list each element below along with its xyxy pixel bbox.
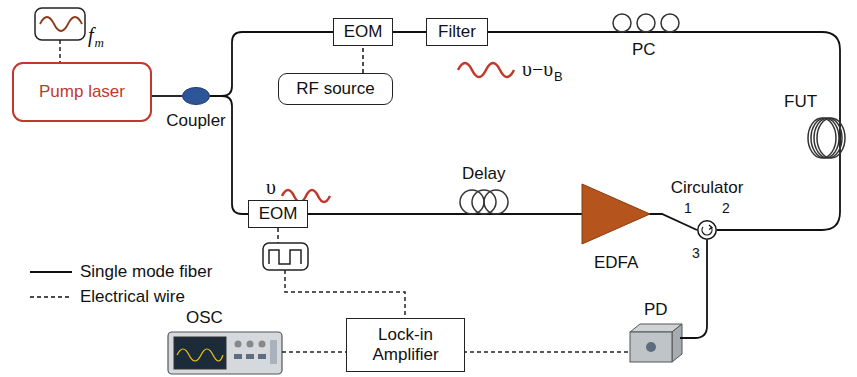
lock-in-box: Lock-in Amplifier — [346, 318, 465, 372]
amplifier-triangle — [582, 184, 650, 244]
frequency-subscript: m — [95, 36, 104, 51]
node-text: RF source — [296, 79, 374, 99]
electrical-wire — [463, 351, 630, 353]
node-text: Lock-in Amplifier — [351, 325, 460, 364]
fiber-coil — [808, 118, 845, 158]
frequency-label: υ — [266, 176, 276, 199]
oscilloscope-icon — [168, 332, 282, 374]
node-text: Coupler — [166, 111, 226, 131]
node-text: Filter — [438, 22, 476, 42]
coupler-ellipse — [182, 87, 210, 105]
legend-text: Electrical wire — [80, 287, 185, 307]
part-label: PC — [632, 40, 656, 60]
part-label: FUT — [784, 92, 817, 112]
fiber-connector — [488, 32, 840, 230]
frequency-label: υ−υ — [522, 58, 553, 81]
laser-box: Pump laser — [12, 62, 152, 122]
part-label: PD — [644, 300, 668, 320]
electrical-wire — [277, 228, 279, 243]
legend-text: Single mode fiber — [80, 262, 212, 282]
port-number: 1 — [684, 200, 692, 216]
sine-wave — [40, 17, 82, 31]
node-text: EOM — [259, 204, 298, 224]
node-text: EOM — [344, 22, 383, 42]
filter-box: Filter — [426, 18, 488, 46]
modulator-box: EOM — [248, 200, 308, 228]
legend-dashed-line — [30, 296, 72, 298]
sine-source-icon — [35, 8, 85, 40]
modulator-box: EOM — [333, 18, 393, 46]
photodetector-icon — [630, 324, 682, 362]
node-text: Pump laser — [39, 82, 125, 102]
node-text: Circulator — [671, 178, 744, 198]
coupler: Coupler — [182, 87, 210, 105]
part-label: Delay — [462, 164, 505, 184]
fiber-connector — [393, 31, 426, 33]
frequency-label: f — [88, 24, 94, 47]
port-number: 2 — [722, 200, 730, 216]
part-label: EDFA — [594, 253, 638, 273]
electrical-wire — [285, 270, 405, 318]
port-number: 3 — [692, 245, 700, 261]
fiber-line — [680, 240, 707, 338]
electrical-wire — [282, 351, 348, 353]
circulator: Circulator — [697, 220, 717, 240]
circulator-circle — [697, 220, 717, 240]
electrical-wire-connector — [362, 46, 364, 73]
legend-solid-line — [30, 271, 72, 273]
square-wave — [269, 250, 301, 264]
optical-wave — [458, 63, 514, 77]
square-wave-icon — [263, 243, 308, 270]
rf-source-box: RF source — [278, 73, 393, 105]
fiber-connector — [152, 95, 182, 97]
polarization-controller — [613, 14, 679, 32]
part-label: OSC — [186, 308, 223, 328]
delay-coil — [460, 190, 508, 214]
frequency-subscript: B — [554, 70, 563, 85]
electrical-wire — [59, 40, 61, 62]
